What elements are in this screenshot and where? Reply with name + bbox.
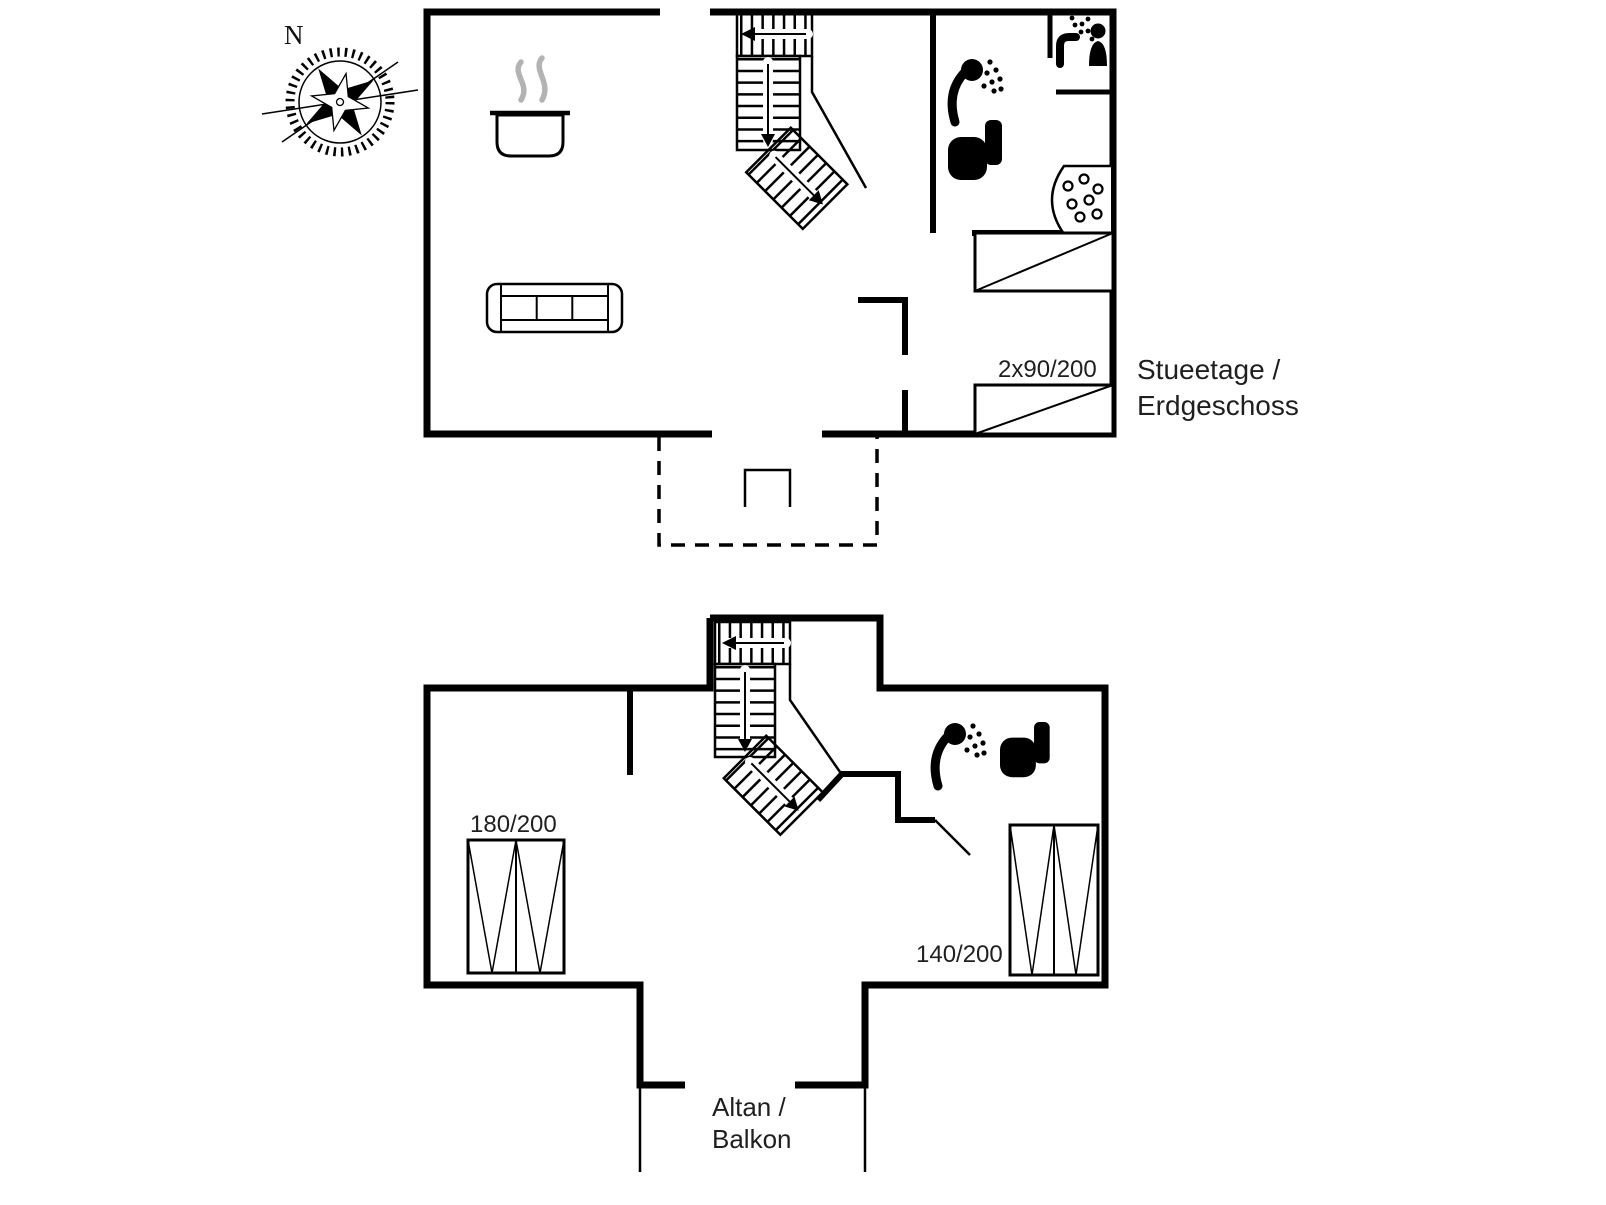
ground-floor-label-line2: Erdgeschoss (1137, 390, 1299, 421)
terrace-door-icon (743, 468, 792, 507)
bed-icon (973, 231, 1115, 293)
upper-floor-interior-walls (627, 664, 971, 856)
stairs-icon (713, 620, 825, 837)
bed-icon (1008, 823, 1100, 977)
bed-icon (973, 383, 1115, 436)
upper-floor-plan: 180/200 140/200 Altan / Balkon (423, 614, 1109, 1172)
stair-arrow-icon (741, 27, 755, 41)
sink-basin-icon (1050, 164, 1111, 236)
compass-rose-icon (261, 47, 419, 157)
washbasin-icon (1056, 15, 1095, 68)
toilet-icon (948, 120, 1002, 180)
door-swing-icon (934, 819, 971, 856)
stair-arrow-icon (722, 636, 736, 650)
shower-icon (930, 723, 987, 791)
ground-floor-plan: 2x90/200 Stueetage / Erdgeschoss (423, 8, 1299, 547)
stair-arrow-icon (808, 190, 823, 205)
balcony-outline (638, 1085, 867, 1172)
stair-arrow-icon (738, 739, 752, 752)
compass-north-label: N (284, 20, 304, 50)
person-icon (1089, 23, 1107, 66)
double-bed-size-label: 2x90/200 (998, 356, 1097, 383)
sofa-icon (485, 282, 624, 334)
stair-arrow-icon (784, 796, 799, 811)
cooking-pot-icon (490, 55, 570, 158)
stairs-icon (735, 10, 850, 231)
stair-arrow-icon (761, 134, 775, 147)
steam-icon (536, 55, 548, 103)
ground-floor-outer-walls (423, 8, 1117, 438)
balcony-label-line2: Balkon (712, 1124, 792, 1154)
bed-icon (466, 838, 566, 975)
terrace-outline (657, 437, 879, 547)
shower-icon (947, 59, 1004, 127)
balcony-label-line1: Altan / (712, 1092, 786, 1122)
toilet-icon (1000, 722, 1050, 778)
bed-140-size-label: 140/200 (916, 941, 1003, 968)
bed-180-size-label: 180/200 (470, 811, 557, 838)
ground-floor-label-line1: Stueetage / (1137, 354, 1280, 385)
steam-icon (515, 59, 527, 103)
